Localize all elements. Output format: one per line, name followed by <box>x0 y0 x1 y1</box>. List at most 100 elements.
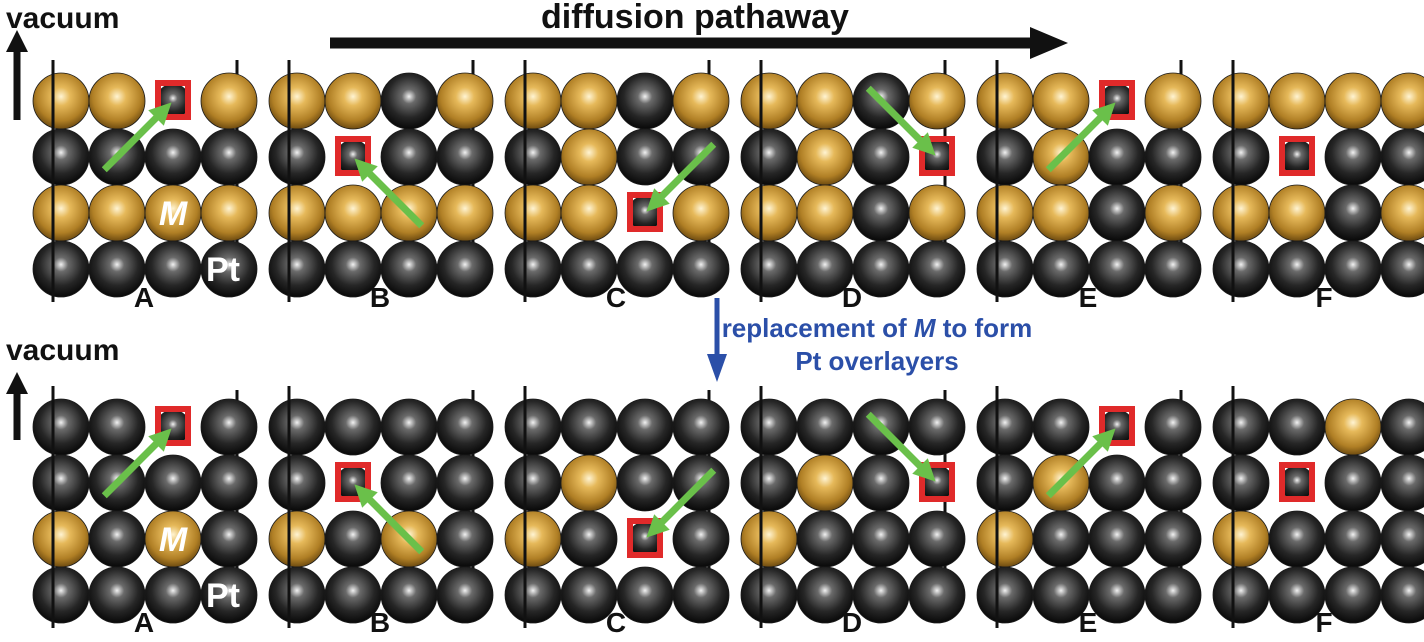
vacancy-marker <box>155 80 191 120</box>
atom-pt <box>380 72 438 130</box>
hop-arrow-shaft <box>865 85 926 146</box>
hop-arrow-shaft <box>101 112 162 173</box>
panel-top-C <box>504 60 730 302</box>
atom-pt <box>1380 398 1424 456</box>
atom-pt <box>1144 510 1202 568</box>
atom-pt <box>88 398 146 456</box>
atom-pt <box>908 566 966 624</box>
atom-pt <box>852 128 910 186</box>
hop-arrow-head <box>912 458 936 482</box>
atom-pt <box>436 454 494 512</box>
atom-gold <box>1032 72 1090 130</box>
atom-pt <box>1380 510 1424 568</box>
atom-pt <box>436 128 494 186</box>
atom-gold <box>1212 510 1270 568</box>
panel-top-F <box>1212 60 1424 302</box>
atom-pt <box>1324 240 1382 298</box>
panel-letter: B <box>370 282 390 313</box>
atom-pt <box>1032 398 1090 456</box>
atom-pt <box>504 454 562 512</box>
atom-pt <box>32 454 90 512</box>
atom-gold <box>504 510 562 568</box>
atom-gold <box>88 184 146 242</box>
hop-arrow-head <box>1092 428 1116 452</box>
atom-pt <box>268 398 326 456</box>
panel-letter: B <box>370 607 390 638</box>
atom-pt <box>1212 240 1270 298</box>
diffusion-pathway-arrow: diffusion pathaway <box>330 0 1068 59</box>
atom-pt <box>380 398 438 456</box>
vacuum-label-bottom: vacuum <box>6 334 119 367</box>
atom-pt <box>268 240 326 298</box>
panel-top-A: MPt <box>32 60 258 302</box>
atom-pt <box>1380 454 1424 512</box>
atom-pt <box>616 72 674 130</box>
atom-pt <box>1088 128 1146 186</box>
atom-gold <box>1380 184 1424 242</box>
atom-gold <box>324 184 382 242</box>
atom-pt <box>740 398 798 456</box>
atom-pt <box>908 510 966 568</box>
atom-pt <box>380 128 438 186</box>
vacancy-site <box>1279 139 1315 175</box>
atom-pt <box>1088 566 1146 624</box>
panel-letter: E <box>1079 282 1098 313</box>
atom-pt <box>976 398 1034 456</box>
atom-gold <box>1212 184 1270 242</box>
panel-bottom-B <box>268 386 494 628</box>
hop-arrow-head <box>354 158 378 182</box>
atom-gold <box>1324 72 1382 130</box>
panel-letter: E <box>1079 607 1098 638</box>
atom-pt <box>1268 510 1326 568</box>
atom-gold <box>976 184 1034 242</box>
panel-letter: A <box>134 282 154 313</box>
hop-arrow-head <box>646 188 670 212</box>
hop-arrow-head <box>148 428 172 452</box>
atom-pt <box>852 454 910 512</box>
vacancy-marker <box>1099 80 1135 120</box>
atom-pt <box>1380 240 1424 298</box>
atom-pt <box>560 398 618 456</box>
panel-top-D <box>740 60 966 302</box>
atom-pt <box>908 240 966 298</box>
atom-pt <box>616 398 674 456</box>
hop-arrow-shaft <box>364 494 425 555</box>
atom-pt <box>740 566 798 624</box>
atom-pt <box>436 566 494 624</box>
panel-bottom-A: MPt <box>32 386 258 628</box>
atom-pt <box>200 128 258 186</box>
atom-pt <box>1380 566 1424 624</box>
vacancy-marker <box>335 462 371 502</box>
hop-arrow-shaft <box>865 411 926 472</box>
panel-letter: C <box>606 282 626 313</box>
atom-gold <box>200 184 258 242</box>
vacuum-label-top: vacuum <box>6 2 119 35</box>
panel-top-E <box>976 60 1202 302</box>
atom-pt <box>1324 184 1382 242</box>
hop-arrow-shaft <box>1045 438 1106 499</box>
atom-gold <box>504 184 562 242</box>
atom-pt <box>144 128 202 186</box>
vacancy-marker <box>335 136 371 176</box>
atom-pt <box>268 128 326 186</box>
atom-gold <box>796 72 854 130</box>
atom-pt <box>1088 240 1146 298</box>
atom-pt <box>1212 454 1270 512</box>
diffusion-pathway-label: diffusion pathaway <box>541 0 849 36</box>
atom-pt <box>616 454 674 512</box>
atom-gold <box>32 72 90 130</box>
hop-arrow-shaft <box>101 438 162 499</box>
atom-gold <box>1144 184 1202 242</box>
atom-pt <box>504 398 562 456</box>
atom-pt-label: Pt <box>206 251 240 289</box>
atom-pt <box>32 240 90 298</box>
atom-pt <box>852 184 910 242</box>
atom-pt <box>32 566 90 624</box>
vacancy-marker <box>627 518 663 558</box>
atom-gold <box>672 72 730 130</box>
atom-gold <box>436 72 494 130</box>
atom-pt <box>1144 240 1202 298</box>
atom-pt <box>88 510 146 568</box>
atom-gold <box>268 510 326 568</box>
atom-gold <box>268 72 326 130</box>
